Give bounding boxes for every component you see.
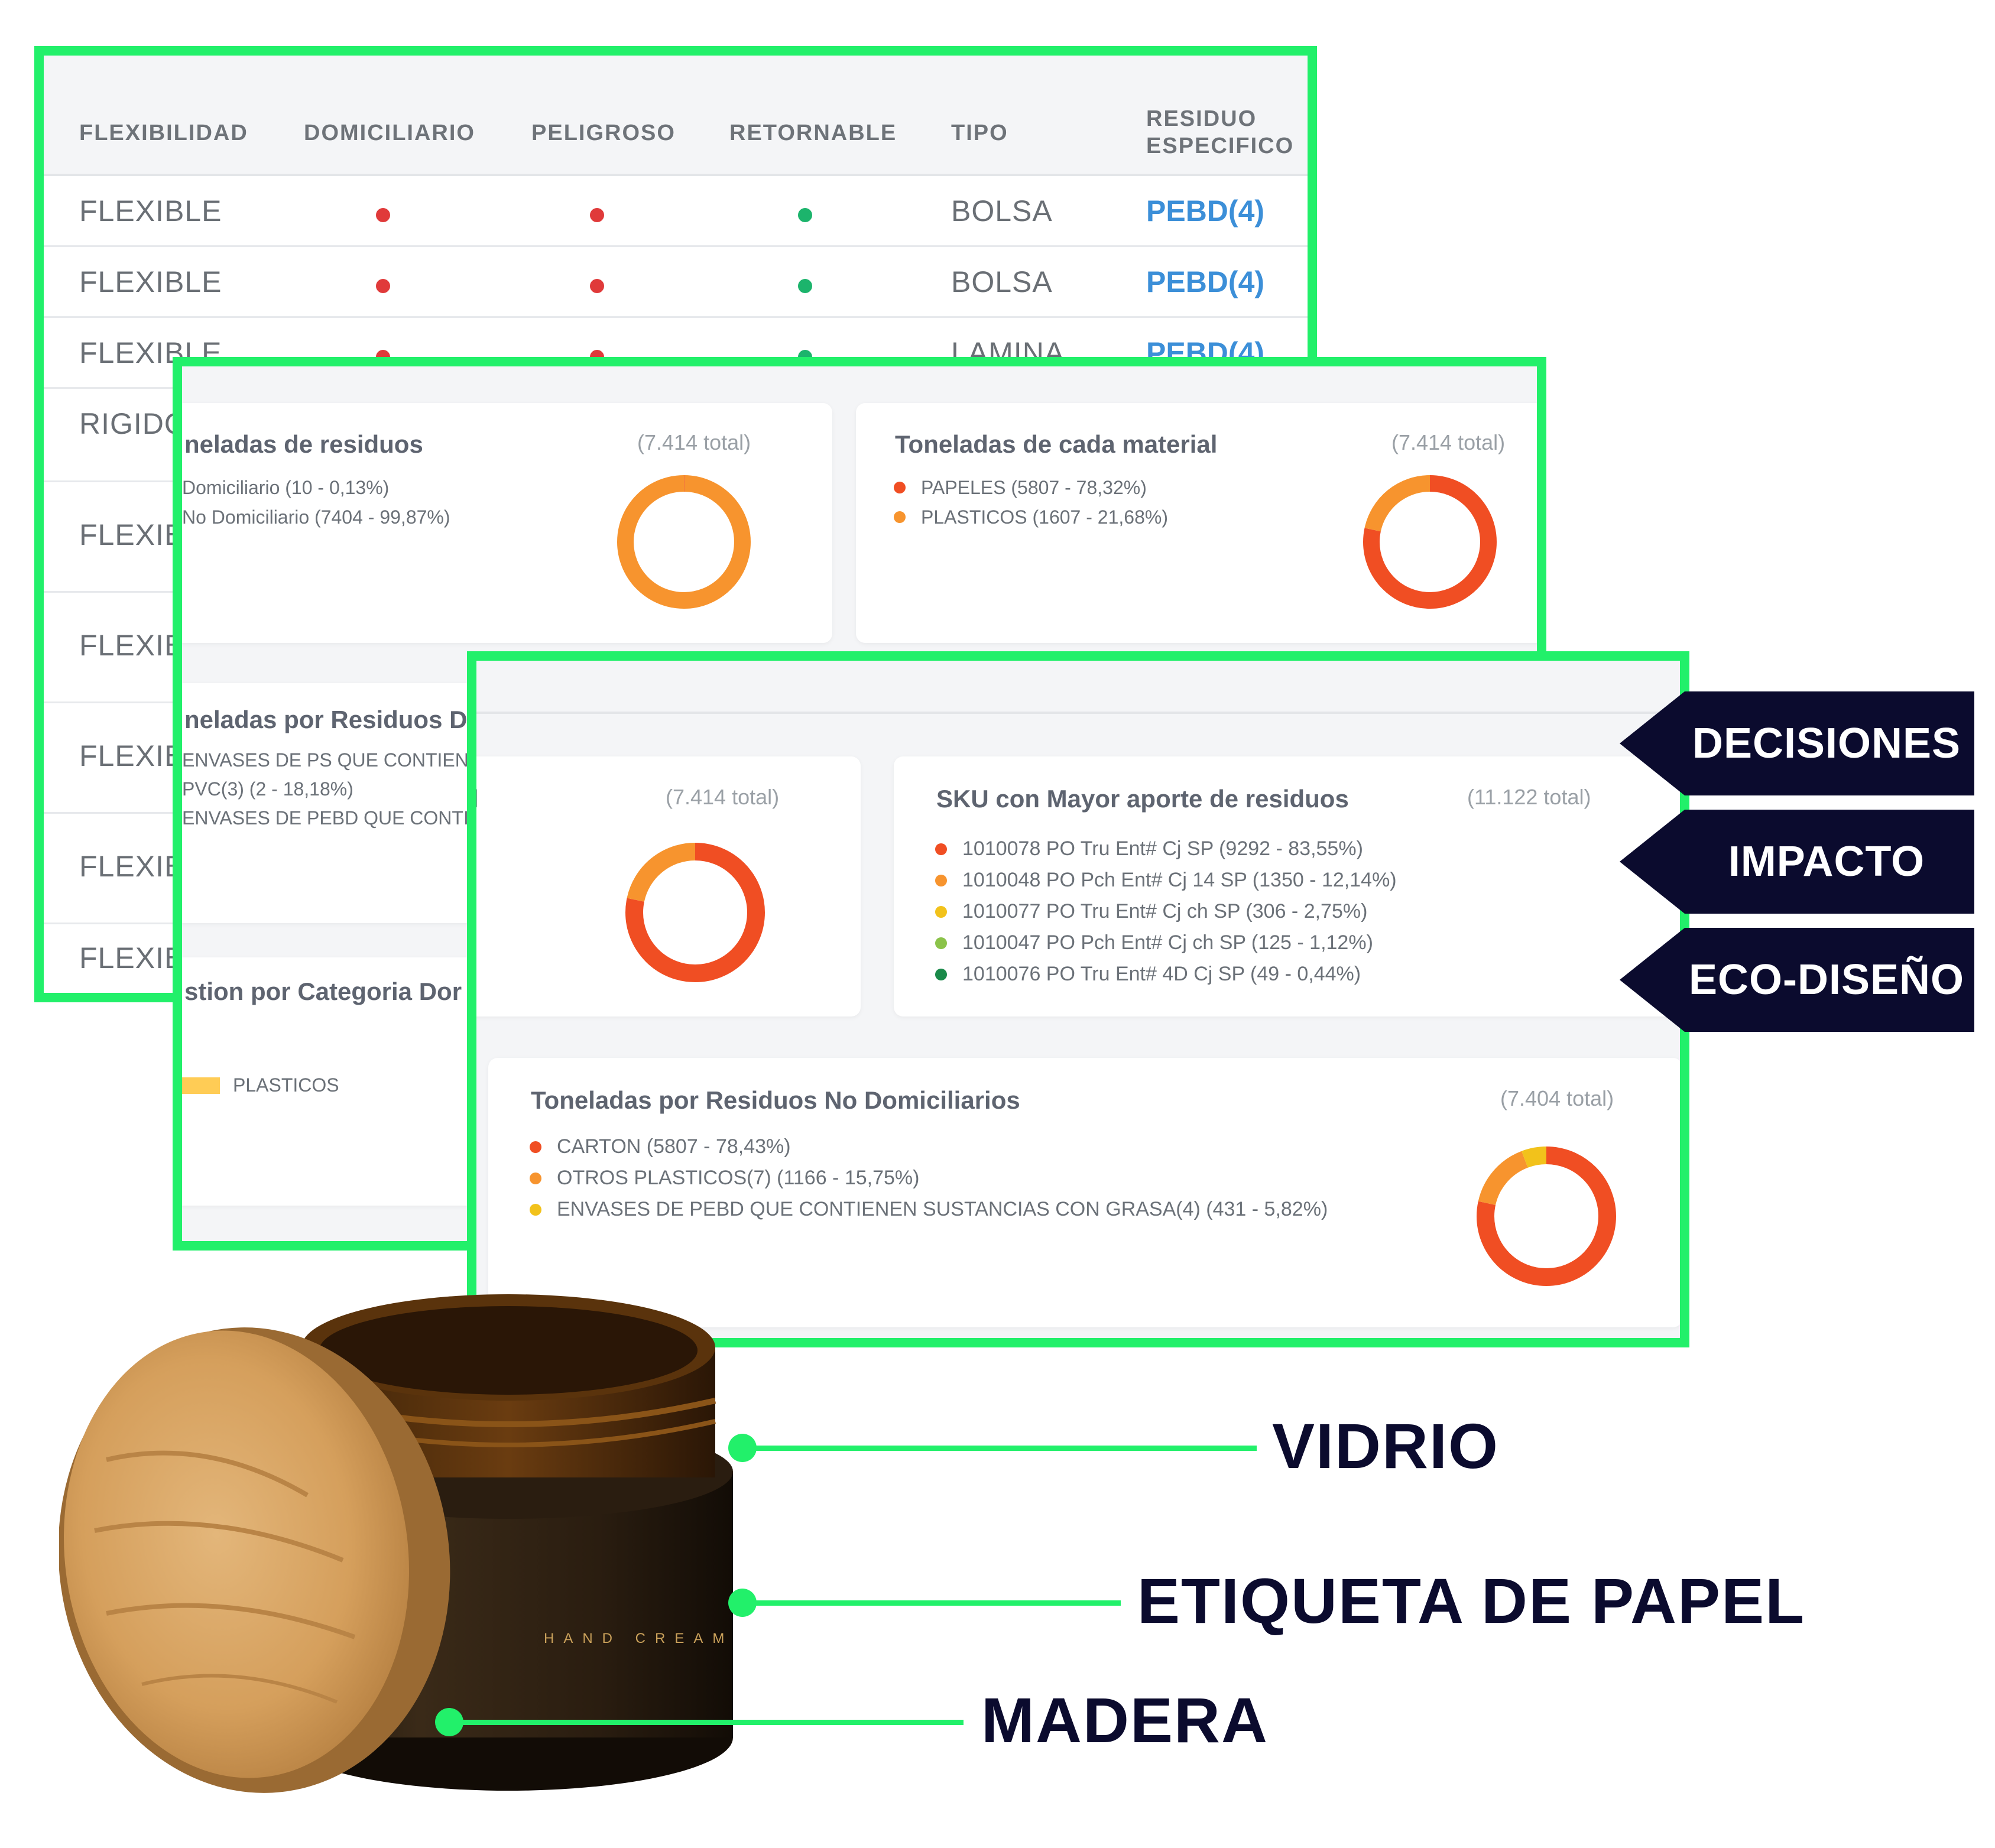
col-header-domiciliario[interactable]: DOMICILIARIO bbox=[304, 121, 475, 145]
legend-swatch bbox=[182, 1077, 220, 1094]
card-total: (7.404 total) bbox=[1500, 1086, 1614, 1110]
legend-item: No Domiciliario (7404 - 99,87%) bbox=[182, 506, 450, 528]
cell-tipo: BOLSA bbox=[951, 194, 1053, 228]
card-no-domiciliarios[interactable]: Toneladas por Residuos No Domiciliarios … bbox=[488, 1058, 1680, 1327]
col-header-tipo[interactable]: TIPO bbox=[951, 121, 1008, 145]
legend: PAPELES (5807 - 78,32%) PLASTICOS (1607 … bbox=[894, 473, 1168, 532]
top-bar bbox=[476, 661, 1680, 714]
legend: PLASTICOS bbox=[182, 1070, 339, 1101]
col-header-peligroso[interactable]: PELIGROSO bbox=[531, 121, 676, 145]
donut-slice bbox=[617, 475, 751, 609]
legend-item: PVC(3) (2 - 18,18%) bbox=[182, 778, 353, 800]
legend: 1010078 PO Tru Ent# Cj SP (9292 - 83,55%… bbox=[935, 833, 1397, 990]
table-row[interactable]: FLEXIBLE BOLSA PEBD(4) bbox=[44, 247, 1308, 318]
cell-flexibilidad: FLEXIBLE bbox=[79, 194, 222, 228]
cell-flexibilidad: FLEXIB bbox=[79, 850, 185, 883]
legend-item: ENVASES DE PEBD QUE CONTIE bbox=[182, 807, 482, 829]
tag-impacto: IMPACTO bbox=[1620, 810, 1974, 914]
card-sku-mayor-aporte[interactable]: SKU con Mayor aporte de residuos (11.122… bbox=[894, 756, 1680, 1016]
cell-flexibilidad: FLEXIB bbox=[79, 518, 185, 551]
status-dot-domiciliario bbox=[376, 208, 390, 222]
card-front-left[interactable]: l (7.414 total) bbox=[472, 756, 861, 1016]
legend-item: 1010078 PO Tru Ent# Cj SP (9292 - 83,55%… bbox=[935, 833, 1397, 865]
status-dot-domiciliario bbox=[376, 279, 390, 293]
cell-tipo: BOLSA bbox=[951, 265, 1053, 298]
cell-flexibilidad: FLEXIB bbox=[79, 629, 185, 662]
card-title: stion por Categoria Dor bbox=[184, 977, 462, 1005]
legend-dot bbox=[935, 874, 947, 886]
col-header-flexibilidad[interactable]: FLEXIBILIDAD bbox=[79, 121, 248, 145]
cell-residuo-link[interactable]: PEBD(4) bbox=[1146, 194, 1265, 228]
legend: CARTON (5807 - 78,43%) OTROS PLASTICOS(7… bbox=[530, 1131, 1328, 1225]
card-toneladas-material[interactable]: Toneladas de cada material (7.414 total)… bbox=[856, 403, 1537, 643]
card-toneladas-residuos[interactable]: neladas de residuos (7.414 total) Domici… bbox=[182, 403, 832, 643]
card-title: SKU con Mayor aporte de residuos bbox=[936, 785, 1349, 813]
card-total: (7.414 total) bbox=[1391, 430, 1506, 454]
card-total: (7.414 total) bbox=[637, 430, 751, 454]
card-title: neladas de residuos bbox=[184, 430, 423, 458]
legend-dot bbox=[935, 968, 947, 980]
card-title: Toneladas de cada material bbox=[895, 430, 1218, 458]
status-dot-retornable bbox=[798, 279, 812, 293]
legend-item: OTROS PLASTICOS(7) (1166 - 15,75%) bbox=[530, 1162, 1328, 1194]
donut-slice bbox=[1363, 475, 1497, 609]
donut-slice bbox=[1477, 1147, 1616, 1286]
cell-flexibilidad: RIGIDO bbox=[79, 407, 188, 440]
cell-flexibilidad: FLEXIBLE bbox=[79, 265, 222, 298]
legend-item: 1010048 PO Pch Ent# Cj 14 SP (1350 - 12,… bbox=[935, 865, 1397, 896]
callout-line-madera bbox=[449, 1720, 964, 1725]
cell-flexibilidad: FLEXIB bbox=[79, 739, 185, 772]
status-dot-peligroso bbox=[590, 279, 604, 293]
jar-illustration: HAND CREAM bbox=[59, 1294, 734, 1793]
table-row[interactable]: FLEXIBLE BOLSA PEBD(4) bbox=[44, 176, 1308, 247]
card-total: (7.414 total) bbox=[666, 785, 780, 809]
donut-chart-front-left bbox=[625, 843, 765, 982]
jar-label-text: HAND CREAM bbox=[544, 1631, 734, 1646]
cell-flexibilidad: FLEXIB bbox=[79, 941, 185, 975]
legend-dot bbox=[935, 937, 947, 949]
legend: ENVASES DE PS QUE CONTIENEN PVC(3) (2 - … bbox=[182, 746, 495, 833]
card-title: l bbox=[472, 785, 479, 813]
legend-dot bbox=[894, 482, 906, 493]
status-dot-retornable bbox=[798, 208, 812, 222]
cell-residuo-link[interactable]: PEBD(4) bbox=[1146, 265, 1265, 298]
legend-dot bbox=[894, 511, 906, 523]
legend-item: Domiciliario (10 - 0,13%) bbox=[182, 477, 390, 498]
callout-label-etiqueta: ETIQUETA DE PAPEL bbox=[1137, 1565, 1806, 1636]
legend-dot bbox=[935, 843, 947, 855]
tag-decisiones: DECISIONES bbox=[1620, 691, 1974, 795]
legend-item: PLASTICOS (1607 - 21,68%) bbox=[894, 502, 1168, 532]
card-title: Toneladas por Residuos No Domiciliarios bbox=[531, 1086, 1020, 1114]
callout-label-vidrio: VIDRIO bbox=[1272, 1410, 1500, 1482]
table-header: FLEXIBILIDAD DOMICILIARIO PELIGROSO RETO… bbox=[44, 56, 1308, 176]
legend-dot bbox=[935, 905, 947, 918]
wooden-lid bbox=[59, 1327, 450, 1793]
legend-item: 1010047 PO Pch Ent# Cj ch SP (125 - 1,12… bbox=[935, 927, 1397, 959]
legend: Domiciliario (10 - 0,13%) No Domiciliari… bbox=[182, 473, 450, 532]
donut-slice bbox=[625, 843, 765, 982]
donut-chart-domiciliario bbox=[617, 475, 751, 609]
legend-item: 1010077 PO Tru Ent# Cj ch SP (306 - 2,75… bbox=[935, 896, 1397, 927]
legend-item: ENVASES DE PEBD QUE CONTIENEN SUSTANCIAS… bbox=[530, 1194, 1328, 1225]
legend-item: ENVASES DE PS QUE CONTIENEN bbox=[182, 749, 495, 771]
callout-line-vidrio bbox=[742, 1446, 1257, 1451]
legend-item: PAPELES (5807 - 78,32%) bbox=[894, 473, 1168, 502]
tag-eco-diseno: ECO-DISEÑO bbox=[1620, 928, 1974, 1032]
legend-item: PLASTICOS bbox=[182, 1070, 339, 1101]
callout-label-madera: MADERA bbox=[981, 1684, 1269, 1756]
legend-item: CARTON (5807 - 78,43%) bbox=[530, 1131, 1328, 1162]
card-title: neladas por Residuos De bbox=[184, 706, 481, 733]
legend-dot bbox=[530, 1141, 541, 1153]
status-dot-peligroso bbox=[590, 208, 604, 222]
callout-line-etiqueta bbox=[742, 1600, 1121, 1606]
card-total: (11.122 total) bbox=[1467, 785, 1591, 809]
front-dashboard-panel: l (7.414 total) SKU con Mayor aporte de … bbox=[467, 651, 1689, 1347]
legend-dot bbox=[530, 1203, 541, 1216]
legend-dot bbox=[530, 1172, 541, 1184]
donut-chart-material bbox=[1363, 475, 1497, 609]
legend-item: 1010076 PO Tru Ent# 4D Cj SP (49 - 0,44%… bbox=[935, 959, 1397, 990]
donut-chart-no-domiciliarios bbox=[1477, 1147, 1616, 1286]
col-header-retornable[interactable]: RETORNABLE bbox=[729, 121, 897, 145]
